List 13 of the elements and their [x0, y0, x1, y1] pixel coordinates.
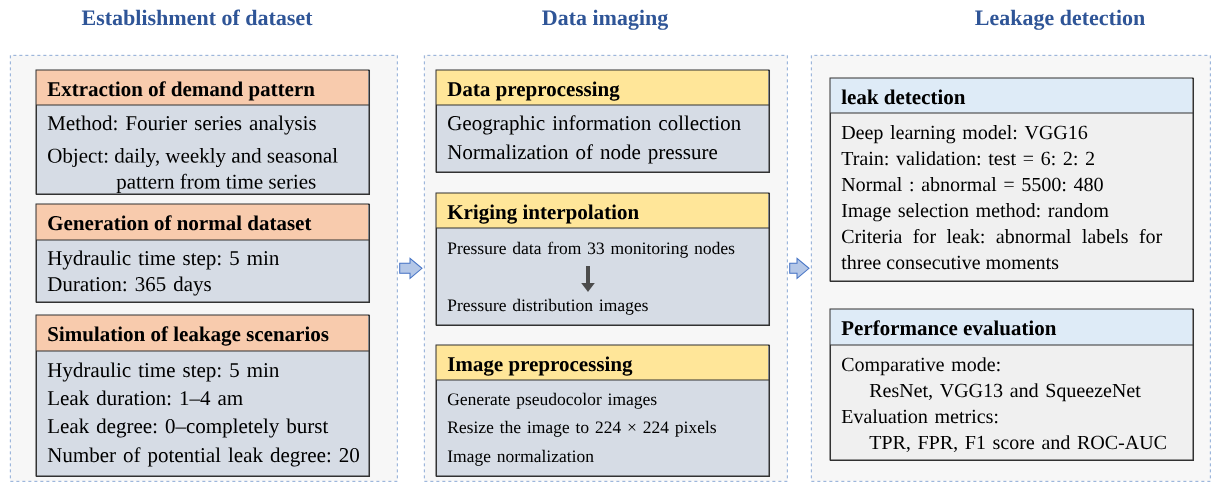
process-box: Data preprocessing Geographic information collection Normalization of node pressure	[435, 69, 770, 173]
process-box: Extraction of demand pattern Method: Fourier series analysis Object: daily, weekly and seasonal pattern from time series	[35, 69, 370, 195]
process-box: Generation of normal dataset Hydraulic time step: 5 min Duration: 365 days	[35, 203, 370, 303]
block-arrow	[399, 257, 423, 279]
panel-title: Leakage detection	[975, 9, 1145, 30]
process-box: Kriging interpolation Pressure data from 33 monitoring nodes Pressure distribution images	[435, 192, 770, 326]
process-box: Simulation of leakage scenarios Hydraulic time step: 5 min Leak duration: 1–4 am Leak degree: 0–completely burst Number of potential leak degree: 20	[35, 314, 370, 477]
panel-title: Data imaging	[542, 9, 669, 30]
panel-title: Establishment of dataset	[81, 9, 313, 26]
block-arrow	[789, 257, 810, 279]
process-box: Performance evaluation Comparative mode: ResNet, VGG13 and SqueezeNet Evaluation metrics: TPR, FPR, F1 score and ROC-AUC	[829, 308, 1194, 461]
process-box: Image preprocessing Generate pseudocolor images Resize the image to 224 × 224 pixels Image normalization	[435, 344, 770, 477]
process-box: leak detection Deep learning model: VGG16 Train: validation: test = 6: 2: 2 Normal : abnormal = 5500: 480 Image selection method: random Criteria for leak: abnormal labels for three consecutive moments	[829, 77, 1194, 282]
